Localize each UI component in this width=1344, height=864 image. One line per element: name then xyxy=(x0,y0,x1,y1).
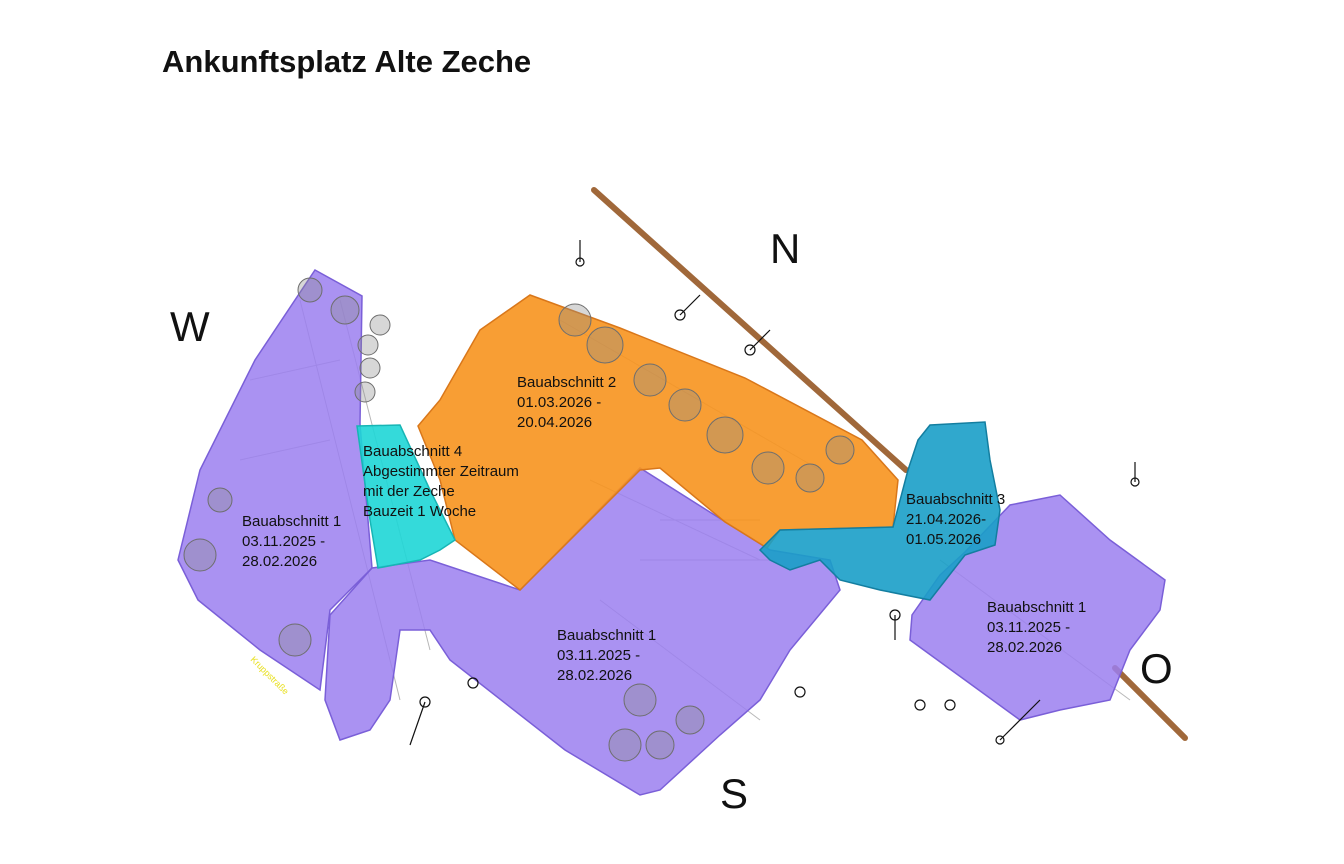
compass-south: S xyxy=(720,770,749,817)
phase1-east-start: 03.11.2025 - xyxy=(987,619,1071,636)
phase1-east-end: 28.02.2026 xyxy=(987,639,1063,656)
phase2-end: 20.04.2026 xyxy=(517,414,593,431)
phase2-label: Bauabschnitt 2 01.03.2026 - 20.04.2026 xyxy=(517,373,616,433)
phase3-start: 21.04.2026- xyxy=(906,511,987,528)
phase4-line2: Abgestimmter Zeitraum xyxy=(363,463,519,480)
phase3-end: 01.05.2026 xyxy=(906,531,982,548)
phase1-south-label: Bauabschnitt 1 03.11.2025 - 28.02.2026 xyxy=(557,626,656,686)
phase1-south-area[interactable] xyxy=(324,467,841,796)
phase2-area[interactable] xyxy=(417,294,899,591)
phase4-line3: mit der Zeche xyxy=(363,483,455,500)
phase4-name: Bauabschnitt 4 xyxy=(363,443,463,460)
phase1-east-name: Bauabschnitt 1 xyxy=(987,599,1087,616)
compass-east: O xyxy=(1140,645,1173,692)
phase1-south-start: 03.11.2025 - xyxy=(557,647,641,664)
phase1-west-name: Bauabschnitt 1 xyxy=(242,513,342,530)
railway-line-east xyxy=(1112,665,1188,741)
phase2-name: Bauabschnitt 2 xyxy=(517,374,617,391)
phase1-east-label: Bauabschnitt 1 03.11.2025 - 28.02.2026 xyxy=(987,598,1086,658)
phase1-south-name: Bauabschnitt 1 xyxy=(557,627,657,644)
compass-west: W xyxy=(170,303,210,350)
phase2-start: 01.03.2026 - xyxy=(517,394,602,411)
phase1-west-end: 28.02.2026 xyxy=(242,553,318,570)
phase3-area[interactable] xyxy=(758,421,1001,601)
phase4-line4: Bauzeit 1 Woche xyxy=(363,503,477,520)
phase3-name: Bauabschnitt 3 xyxy=(906,491,1006,508)
phase4-area[interactable] xyxy=(356,424,456,569)
phase1-west-area[interactable] xyxy=(177,269,373,692)
phase1-south-end: 28.02.2026 xyxy=(557,667,633,684)
railway-line xyxy=(591,187,909,473)
phase1-west-label: Bauabschnitt 1 03.11.2025 - 28.02.2026 xyxy=(242,512,341,572)
phase4-label: Bauabschnitt 4 Abgestimmter Zeitraum mit… xyxy=(363,442,519,522)
phase1-west-start: 03.11.2025 - xyxy=(242,533,326,550)
compass-north: N xyxy=(770,225,801,272)
phase3-label: Bauabschnitt 3 21.04.2026- 01.05.2026 xyxy=(906,490,1005,550)
tree-symbols xyxy=(183,277,855,762)
survey-markers xyxy=(409,240,1140,746)
page-title: Ankunftsplatz Alte Zeche xyxy=(162,44,532,79)
